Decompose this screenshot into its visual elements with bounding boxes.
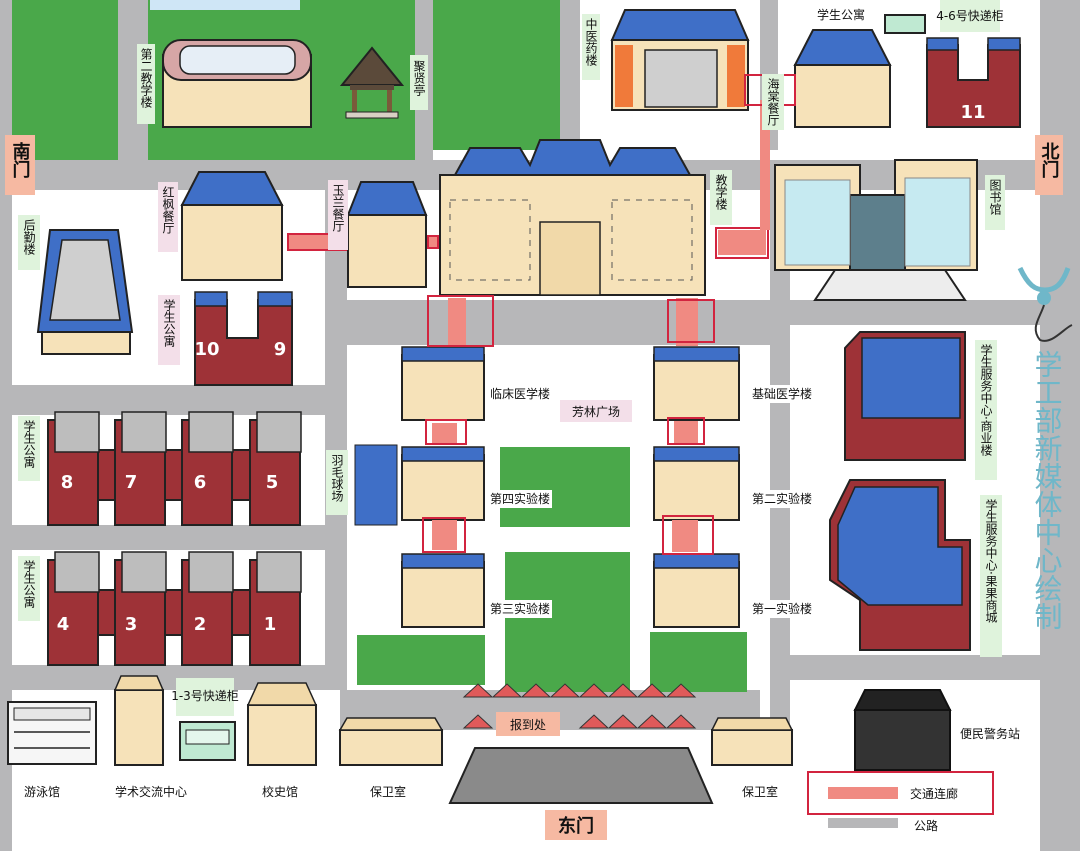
express-locker-13[interactable]	[179, 721, 236, 761]
basic-medicine-building[interactable]	[653, 346, 740, 421]
label-haitang: 海棠餐厅	[766, 77, 780, 126]
service-center-commerce[interactable]	[844, 331, 966, 461]
dorm-number: 4	[57, 614, 70, 635]
hongfeng-canteen[interactable]	[180, 171, 284, 281]
history-museum-building[interactable]	[246, 682, 318, 766]
label-yulan: 玉兰餐厅	[331, 184, 345, 232]
label-dorm-north: 学生公寓	[817, 7, 865, 22]
vertical-labels: 第二教学楼 聚贤亭 中医药楼 海棠餐厅 红枫餐厅 玉兰餐厅 教学楼 图书馆 后勤…	[18, 14, 1005, 657]
lab-2-building[interactable]	[653, 446, 740, 521]
second-teaching-building[interactable]	[162, 39, 312, 128]
registration-tents[interactable]	[462, 683, 697, 729]
dorm-number: 3	[125, 614, 138, 635]
east-gate-label: 东门	[545, 810, 607, 840]
horizontal-labels: 学生公寓 4-6号快递柜 临床医学楼 芳林广场 基础医学楼 第四实验楼 第二实验…	[24, 0, 1020, 799]
east-gate-plaza	[448, 747, 714, 804]
label-dorm-5678: 学生公寓	[22, 419, 36, 468]
label-service-fruit: 学生服务中心·果果商城	[984, 498, 998, 624]
label-fanglin: 芳林广场	[572, 405, 620, 419]
label-teaching: 教学楼	[714, 173, 728, 210]
dorm-1-4[interactable]: 4 3 2 1	[47, 551, 302, 666]
dorm-number: 7	[125, 472, 138, 493]
legend-corridor: 交通连廊	[910, 786, 958, 801]
dorm-number: 6	[194, 472, 207, 493]
dorm-10-9[interactable]: 10 9	[194, 291, 293, 386]
juxian-pavilion[interactable]	[339, 46, 405, 119]
dorm-5-8[interactable]: 8 7 6 5	[47, 411, 302, 526]
media-center-logo-icon	[1017, 266, 1073, 342]
label-logistics: 后勤楼	[22, 219, 36, 255]
legend-road: 公路	[914, 818, 938, 833]
badminton-court[interactable]	[354, 444, 398, 526]
label-badminton: 羽毛球场	[330, 454, 344, 502]
dorm-number: 2	[194, 614, 207, 635]
academic-center-building[interactable]	[113, 675, 165, 766]
library-building[interactable]	[774, 159, 978, 301]
east-gate-text: 东门	[558, 815, 594, 837]
dorm-number: 8	[61, 472, 74, 493]
label-lab3: 第三实验楼	[490, 601, 550, 616]
legend: 交通连廊 公路	[807, 771, 994, 833]
label-express-13: 1-3号快递柜	[171, 689, 239, 703]
dorm-11[interactable]: 11	[926, 37, 1021, 128]
dorm-number: 5	[266, 472, 279, 493]
label-basic-med: 基础医学楼	[752, 386, 812, 401]
express-locker-46[interactable]	[884, 14, 926, 34]
lab-1-building[interactable]	[653, 553, 740, 628]
main-teaching-building[interactable]	[439, 139, 706, 296]
label-lab4: 第四实验楼	[490, 491, 550, 506]
north-gate-text: 北门	[1039, 142, 1060, 179]
label-service-commerce: 学生服务中心·商业楼	[979, 343, 993, 456]
logistics-building[interactable]	[36, 229, 134, 355]
service-center-fruit[interactable]	[829, 479, 971, 651]
label-dorm-910: 学生公寓	[162, 298, 176, 347]
clinical-medicine-building[interactable]	[401, 346, 485, 421]
label-express-46: 4-6号快递柜	[936, 9, 1004, 23]
tcm-building[interactable]	[610, 9, 750, 111]
label-police: 便民警务站	[960, 726, 1020, 741]
north-gate-label: 北门	[1035, 135, 1063, 195]
dorm-number: 1	[264, 614, 277, 635]
yulan-canteen[interactable]	[346, 181, 428, 288]
label-security-east: 保卫室	[742, 784, 778, 799]
label-clinical: 临床医学楼	[490, 386, 550, 401]
label-history: 校史馆	[262, 784, 298, 799]
dorm-number: 9	[274, 339, 287, 360]
label-library: 图书馆	[988, 179, 1002, 215]
police-station-building[interactable]	[853, 689, 952, 771]
label-dorm-1234: 学生公寓	[22, 559, 36, 608]
lawns	[150, 0, 747, 692]
south-gate-text: 南门	[10, 141, 31, 179]
label-second-teaching: 第二教学楼	[139, 48, 153, 108]
security-room-east[interactable]	[710, 717, 794, 766]
south-gate-label: 南门	[5, 135, 35, 195]
label-lab1: 第一实验楼	[752, 601, 812, 616]
label-juxian: 聚贤亭	[412, 60, 426, 96]
dorm-north[interactable]	[793, 29, 892, 128]
label-registration: 报到处	[510, 717, 546, 732]
lab-3-building[interactable]	[401, 553, 485, 628]
label-lab2: 第二实验楼	[752, 491, 812, 506]
security-room-west[interactable]	[338, 717, 444, 766]
label-security-west: 保卫室	[370, 784, 406, 799]
label-academic: 学术交流中心	[115, 784, 187, 799]
label-natatorium: 游泳馆	[24, 784, 60, 799]
lab-4-building[interactable]	[401, 446, 485, 521]
label-hongfeng: 红枫餐厅	[161, 185, 175, 234]
dorm-number: 10	[194, 339, 219, 360]
label-tcm: 中医药楼	[584, 17, 598, 66]
natatorium-building[interactable]	[7, 701, 97, 765]
dorm-number: 11	[960, 102, 985, 123]
credit-text: 学工部新媒体中心绘制	[1031, 350, 1064, 630]
